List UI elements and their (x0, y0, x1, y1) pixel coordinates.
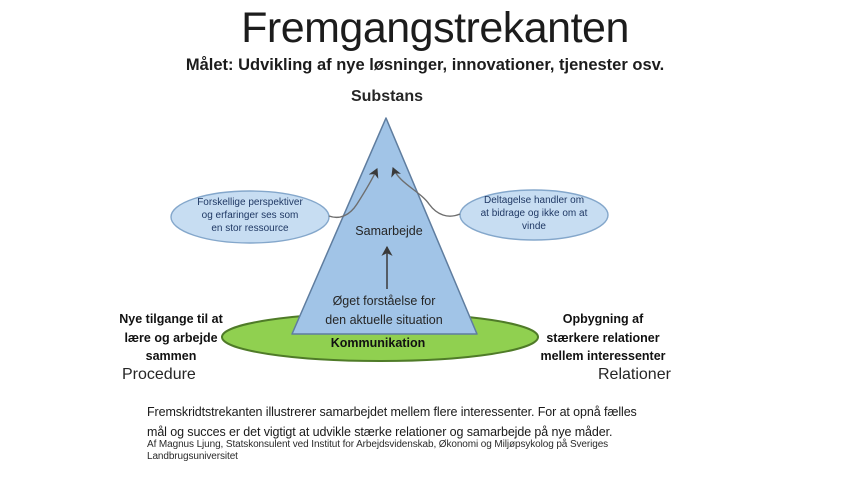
left-ellipse-text: Forskellige perspektiver og erfaringer s… (175, 196, 325, 235)
kommunikation-label: Kommunikation (330, 336, 426, 350)
right-note-line-2: stærkere relationer (546, 330, 660, 345)
samarbejde-label: Samarbejde (355, 224, 423, 238)
description-paragraph: Fremskridtstrekanten illustrerer samarbe… (147, 402, 692, 442)
left-note-line-2: lære og arbejde (124, 330, 218, 345)
left-curved-arrow (328, 168, 379, 219)
credit-line-1: Af Magnus Ljung, Statskonsulent ved Inst… (147, 439, 609, 450)
right-ellipse-line-2: at bidrage og ikke om at (480, 208, 588, 219)
left-note-line-1: Nye tilgange til at (119, 312, 223, 326)
procedure-label: Procedure (122, 366, 196, 383)
right-participation-ellipse (459, 189, 609, 241)
left-ellipse-line-3: en stor ressource (211, 223, 289, 234)
page-title: Fremgangstrekanten (241, 4, 629, 52)
right-note: Opbygning af stærkere relationer mellem … (528, 310, 678, 366)
understanding-line-2: den aktuelle situation (325, 313, 443, 327)
right-note-line-3: mellem interessenter (540, 349, 666, 363)
right-ellipse-text: Deltagelse handler om at bidrage og ikke… (464, 194, 604, 233)
right-ellipse-line-1: Deltagelse handler om (483, 195, 585, 206)
right-curved-arrow (391, 167, 461, 217)
left-ellipse-line-1: Forskellige perspektiver (197, 197, 303, 208)
substans-label: Substans (350, 88, 423, 105)
description-line-1: Fremskridtstrekanten illustrerer samarbe… (147, 405, 637, 419)
credit-text: Af Magnus Ljung, Statskonsulent ved Inst… (147, 439, 667, 462)
credit-line-2: Landbrugsuniversitet (147, 450, 238, 462)
left-note-line-3: sammen (145, 349, 197, 363)
right-ellipse-line-3: vinde (522, 221, 546, 232)
left-note: Nye tilgange til at lære og arbejde samm… (110, 310, 232, 366)
left-ellipse-line-2: og erfaringer ses som (201, 210, 299, 221)
description-line-2: mål og succes er det vigtigt at udvikle … (147, 425, 613, 439)
understanding-label: Øget forståelse for den aktuelle situati… (304, 292, 464, 330)
understanding-line-1: Øget forståelse for (332, 294, 436, 308)
left-perspective-ellipse (170, 190, 330, 244)
right-note-line-1: Opbygning af (562, 312, 644, 326)
progress-triangle-shape (291, 117, 478, 335)
relationer-label: Relationer (598, 366, 671, 383)
goal-subtitle: Målet: Udvikling af nye løsninger, innov… (185, 56, 665, 74)
